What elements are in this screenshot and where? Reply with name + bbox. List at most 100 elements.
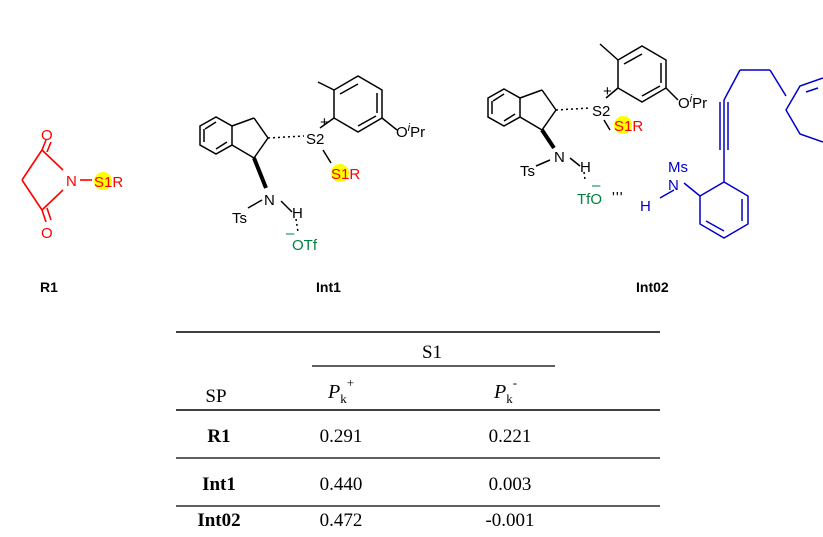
int02-structure xyxy=(487,43,679,181)
int02-sub-ring xyxy=(699,181,749,239)
int02-s1-highlight xyxy=(614,116,632,134)
int1-s-index: 1 xyxy=(341,166,349,183)
int02-atom-s2: S2 xyxy=(592,103,610,120)
pk-plus-main: P xyxy=(327,381,340,403)
int02-atom-n: N xyxy=(554,149,565,166)
pk-plus-sup: + xyxy=(347,375,354,390)
table-cell-pk-plus: 0.472 xyxy=(320,510,363,531)
int1-bond xyxy=(322,149,332,164)
r1-s1-highlight xyxy=(94,172,112,190)
int02-hbond xyxy=(583,171,586,181)
int02-bond xyxy=(541,89,557,111)
int1-hash-bond xyxy=(267,135,305,139)
int1-bond xyxy=(231,117,255,127)
pk-minus-sub: k xyxy=(506,391,513,406)
int02-ipr-pr: Pr xyxy=(692,95,707,112)
r1-bond xyxy=(21,149,43,181)
int02-s-index: 1 xyxy=(624,118,632,135)
int1-atom-h: H xyxy=(292,205,303,222)
r1-s-index: 1 xyxy=(104,174,112,191)
int1-bond xyxy=(357,115,377,127)
int02-methyl-bond xyxy=(599,43,619,61)
int02-atom-s1r: S1R xyxy=(614,118,643,135)
pk-plus-sub: k xyxy=(340,391,347,406)
int02-bond xyxy=(605,87,619,99)
int1-caption: Int1 xyxy=(316,279,341,295)
table-cell-pk-minus: 0.003 xyxy=(489,474,532,495)
table-col-pk-plus: Pk+ xyxy=(327,375,354,406)
int02-bond xyxy=(665,87,679,101)
int02-sub-bond xyxy=(705,220,725,232)
table-cell-sp: Int1 xyxy=(202,474,236,495)
int1-ipr-pr: Pr xyxy=(410,124,425,141)
int02-sub-bond xyxy=(659,189,675,199)
r1-atom-o: O xyxy=(41,225,53,242)
int02-hbond-dots: ''' xyxy=(612,189,624,206)
table-row-header: SP xyxy=(205,386,226,407)
r1-bond xyxy=(41,139,47,151)
int1-structure xyxy=(199,75,398,233)
int02-charge-minus: – xyxy=(592,177,601,194)
int02-hash-bond xyxy=(555,107,591,111)
int02-sub-bond xyxy=(805,87,819,93)
r1-structure xyxy=(21,139,92,223)
int1-s1-highlight xyxy=(331,164,349,182)
int02-bond xyxy=(492,93,505,102)
int02-bond xyxy=(541,109,557,131)
r1-atom-o: O xyxy=(41,127,53,144)
int02-bond xyxy=(641,85,661,97)
int02-ms: Ms xyxy=(668,159,688,176)
int1-atom-s2: S2 xyxy=(306,131,324,148)
int1-methyl-bond xyxy=(317,81,335,91)
int1-charge-minus: – xyxy=(286,225,295,242)
int1-s-letter: S xyxy=(331,166,341,183)
int1-charge-plus: + xyxy=(320,114,329,131)
table-cell-pk-plus: 0.291 xyxy=(320,426,363,447)
r1-atom-n: N xyxy=(66,173,77,190)
int02-bond xyxy=(623,53,643,65)
int02-ipr-i: i xyxy=(690,93,693,105)
r1-bond xyxy=(41,189,64,211)
int02-bond xyxy=(569,157,581,167)
table-cell-pk-plus: 0.440 xyxy=(320,474,363,495)
int1-ipr-i: i xyxy=(408,122,411,134)
int1-bond xyxy=(280,200,293,213)
int02-s-r: R xyxy=(632,118,643,135)
int1-bond xyxy=(215,141,228,150)
int02-bond xyxy=(535,159,551,167)
int02-bond xyxy=(603,119,611,131)
int02-sub-bond xyxy=(769,69,787,97)
int02-caption: Int02 xyxy=(636,279,669,295)
int02-charge-plus: + xyxy=(603,83,612,100)
r1-bond xyxy=(46,141,52,153)
r1-bond xyxy=(41,209,47,223)
int02-ts: Ts xyxy=(520,163,535,180)
int1-oipr: OiPr xyxy=(396,122,425,141)
int1-bond xyxy=(253,117,269,139)
r1-bond xyxy=(41,149,64,171)
int02-s-letter: S xyxy=(614,118,624,135)
int02-sub-h: H xyxy=(640,198,651,215)
r1-bond xyxy=(21,179,43,211)
table-cell-pk-minus: -0.001 xyxy=(485,510,534,531)
int02-sub-n: N xyxy=(668,177,679,194)
int1-bond xyxy=(319,117,335,129)
r1-bond xyxy=(46,207,52,221)
int1-bond xyxy=(247,199,263,209)
table-cell-pk-minus: 0.221 xyxy=(489,426,532,447)
int1-otf: OTf xyxy=(292,237,318,254)
r1-atom-s: S1R xyxy=(94,174,123,191)
int1-atom-n: N xyxy=(264,192,275,209)
table-cell-sp: Int02 xyxy=(197,510,240,531)
int1-wedge-bond xyxy=(252,157,268,189)
int02-atom-o: O xyxy=(678,95,690,112)
int02-bond xyxy=(503,113,516,122)
int02-wedge-bond xyxy=(540,128,556,150)
pk-minus-main: P xyxy=(493,381,506,403)
int1-hbond xyxy=(295,218,299,233)
int02-tfo: TfO xyxy=(577,191,602,208)
r1-s-letter: S xyxy=(94,174,104,191)
r1-s-r: R xyxy=(112,174,123,191)
